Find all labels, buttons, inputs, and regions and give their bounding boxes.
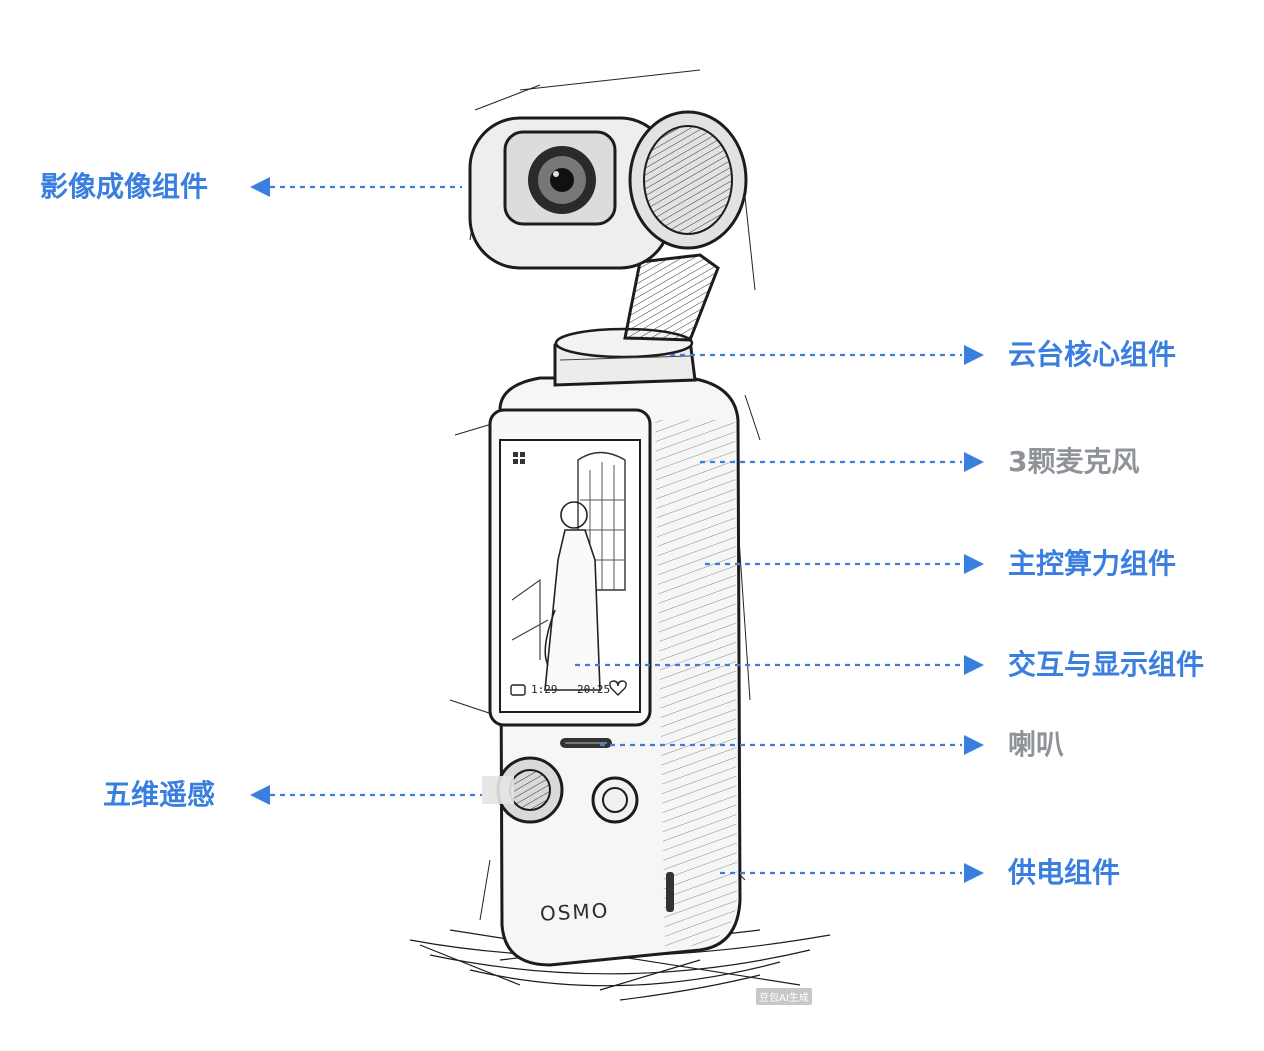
camera-head bbox=[468, 110, 748, 270]
arrow-left-imaging bbox=[250, 177, 270, 197]
arrow-right-processor bbox=[964, 554, 984, 574]
arrow-right-mics bbox=[964, 452, 984, 472]
speaker-grille bbox=[560, 738, 612, 748]
heart-icon bbox=[609, 680, 627, 696]
label-gimbal: 云台核心组件 bbox=[1008, 338, 1177, 371]
record-button bbox=[591, 776, 639, 824]
label-joystick: 五维遥感 bbox=[103, 778, 216, 811]
arrow-right-gimbal bbox=[964, 345, 984, 365]
camera-mode-icon bbox=[510, 684, 526, 696]
touch-screen bbox=[488, 408, 652, 727]
arrow-left-joystick bbox=[250, 785, 270, 805]
gimbal-arm bbox=[623, 253, 720, 342]
joystick bbox=[482, 756, 564, 824]
arrow-right-power bbox=[964, 863, 984, 883]
label-speaker: 喇叭 bbox=[1008, 728, 1065, 761]
label-processor: 主控算力组件 bbox=[1008, 547, 1177, 580]
label-mics: 3颗麦克风 bbox=[1008, 445, 1140, 478]
arrowheads bbox=[250, 177, 984, 883]
screen-left-readout: 1:29 bbox=[531, 683, 558, 696]
leader-lines bbox=[270, 185, 962, 875]
brand-logo-text: OSMO bbox=[539, 898, 611, 926]
usb-port bbox=[666, 872, 674, 912]
ai-watermark: 豆包AI生成 bbox=[756, 988, 812, 1005]
person-figure bbox=[544, 501, 601, 691]
label-display: 交互与显示组件 bbox=[1008, 648, 1205, 681]
grid-icon bbox=[513, 452, 525, 464]
screen-right-readout: 20:25 bbox=[577, 683, 611, 696]
arrow-right-display bbox=[964, 655, 984, 675]
arrow-right-speaker bbox=[964, 735, 984, 755]
label-power: 供电组件 bbox=[1008, 856, 1121, 889]
label-imaging: 影像成像组件 bbox=[40, 170, 209, 203]
